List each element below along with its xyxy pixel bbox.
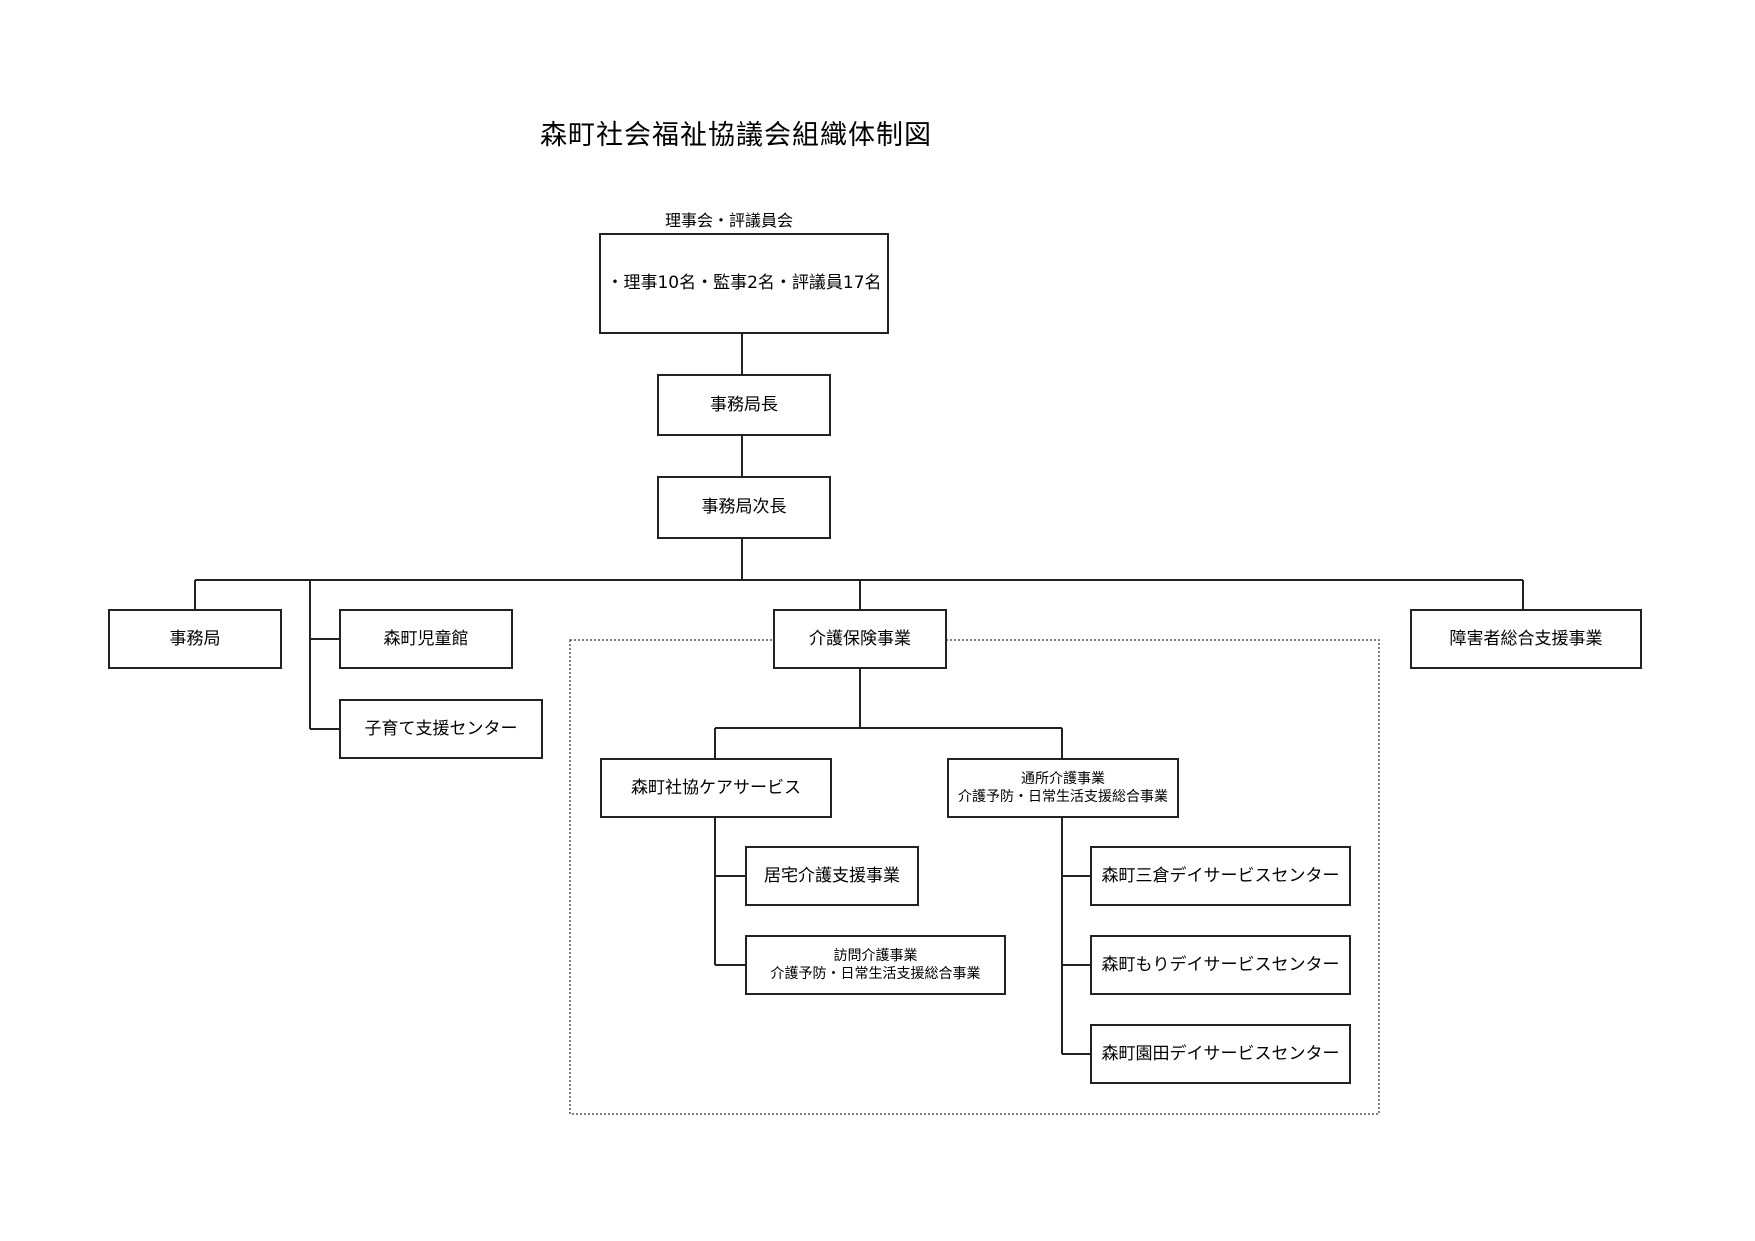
tsusho-label-1: 通所介護事業 [1021,770,1105,787]
mikura-label: 森町三倉デイサービスセンター [1101,865,1340,886]
kaigo-box: 介護保険事業 [773,609,947,669]
director-label: 事務局長 [710,394,778,415]
secretariat-box: 事務局 [108,609,282,669]
sonoda-box: 森町園田デイサービスセンター [1090,1024,1351,1084]
jidoukan-box: 森町児童館 [339,609,513,669]
secretariat-label: 事務局 [169,628,221,649]
board-heading: 理事会・評議員会 [665,211,794,230]
deputy-box: 事務局次長 [657,476,831,539]
jidoukan-label: 森町児童館 [383,628,469,649]
board-members-text: ・理事10名・監事2名・評議員17名 [606,273,882,294]
mikura-box: 森町三倉デイサービスセンター [1090,846,1351,906]
shogai-box: 障害者総合支援事業 [1410,609,1642,669]
homon-label-1: 訪問介護事業 [833,947,918,964]
tsusho-box: 通所介護事業 介護予防・日常生活支援総合事業 [947,758,1179,818]
care-service-box: 森町社協ケアサービス [600,758,832,818]
kyotaku-box: 居宅介護支援事業 [745,846,919,906]
kosodate-box: 子育て支援センター [339,699,543,759]
kaigo-group-frame [569,639,1380,1115]
mori-label: 森町もりデイサービスセンター [1101,954,1340,975]
sonoda-label: 森町園田デイサービスセンター [1101,1043,1340,1064]
tsusho-label-2: 介護予防・日常生活支援総合事業 [958,789,1168,805]
page-title: 森町社会福祉協議会組織体制図 [540,120,932,151]
kosodate-label: 子育て支援センター [364,718,518,739]
director-box: 事務局長 [657,374,831,436]
kyotaku-label: 居宅介護支援事業 [764,865,900,886]
mori-box: 森町もりデイサービスセンター [1090,935,1351,995]
care-service-label: 森町社協ケアサービス [631,777,801,798]
kaigo-label: 介護保険事業 [809,628,911,649]
board-members-box: ・理事10名・監事2名・評議員17名 [599,233,889,334]
deputy-label: 事務局次長 [701,497,787,518]
shogai-label: 障害者総合支援事業 [1449,628,1603,649]
homon-box: 訪問介護事業 介護予防・日常生活支援総合事業 [745,935,1006,995]
homon-label-2: 介護予防・日常生活支援総合事業 [770,966,981,982]
